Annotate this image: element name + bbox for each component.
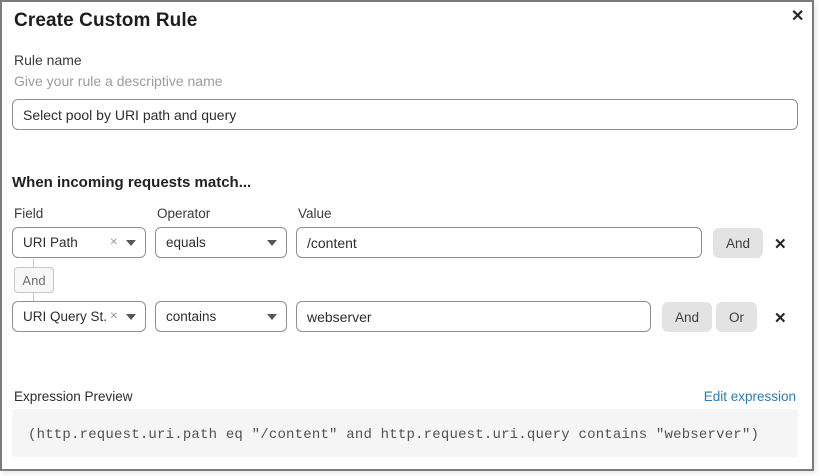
rule-name-helper: Give your rule a descriptive name	[14, 73, 223, 89]
chevron-down-icon	[126, 313, 136, 320]
clear-icon[interactable]: ✕	[109, 311, 118, 322]
dialog-title: Create Custom Rule	[14, 10, 198, 31]
chevron-down-icon	[267, 313, 277, 320]
clear-icon[interactable]: ✕	[109, 237, 118, 248]
field-select-row2-value: URI Query St...	[23, 309, 106, 324]
rule-name-label: Rule name	[14, 52, 82, 68]
operator-select-row2-value: contains	[166, 309, 217, 324]
operator-select-row1-value: equals	[166, 235, 206, 250]
chevron-down-icon	[126, 239, 136, 246]
or-button-row2[interactable]: Or	[716, 302, 757, 332]
connector-line	[33, 259, 34, 268]
expression-code: (http.request.uri.path eq "/content" and…	[28, 427, 760, 443]
delete-row2-icon[interactable]: ✕	[774, 310, 787, 327]
edit-expression-link[interactable]: Edit expression	[703, 389, 796, 404]
delete-row1-icon[interactable]: ✕	[774, 236, 787, 253]
operator-column-label: Operator	[157, 206, 211, 221]
operator-select-row1[interactable]: equals	[155, 227, 287, 258]
value-column-label: Value	[298, 206, 332, 221]
operator-select-row2[interactable]: contains	[155, 301, 287, 332]
expression-preview-box: (http.request.uri.path eq "/content" and…	[12, 409, 798, 457]
and-button-row2[interactable]: And	[662, 302, 713, 332]
field-select-row2[interactable]: URI Query St... ✕	[12, 301, 146, 332]
close-icon[interactable]: ✕	[791, 8, 805, 25]
match-heading: When incoming requests match...	[12, 174, 252, 191]
chevron-down-icon	[267, 239, 277, 246]
field-select-row1[interactable]: URI Path ✕	[12, 227, 146, 258]
field-column-label: Field	[14, 206, 44, 221]
expression-preview-label: Expression Preview	[14, 389, 133, 404]
field-select-row1-value: URI Path	[23, 235, 78, 250]
value-input-row1[interactable]	[296, 227, 702, 258]
and-button-row1[interactable]: And	[713, 228, 764, 258]
value-input-row2[interactable]	[296, 301, 651, 332]
connector-line	[33, 293, 34, 301]
and-connector-chip: And	[14, 267, 54, 293]
rule-name-input[interactable]	[12, 99, 798, 130]
